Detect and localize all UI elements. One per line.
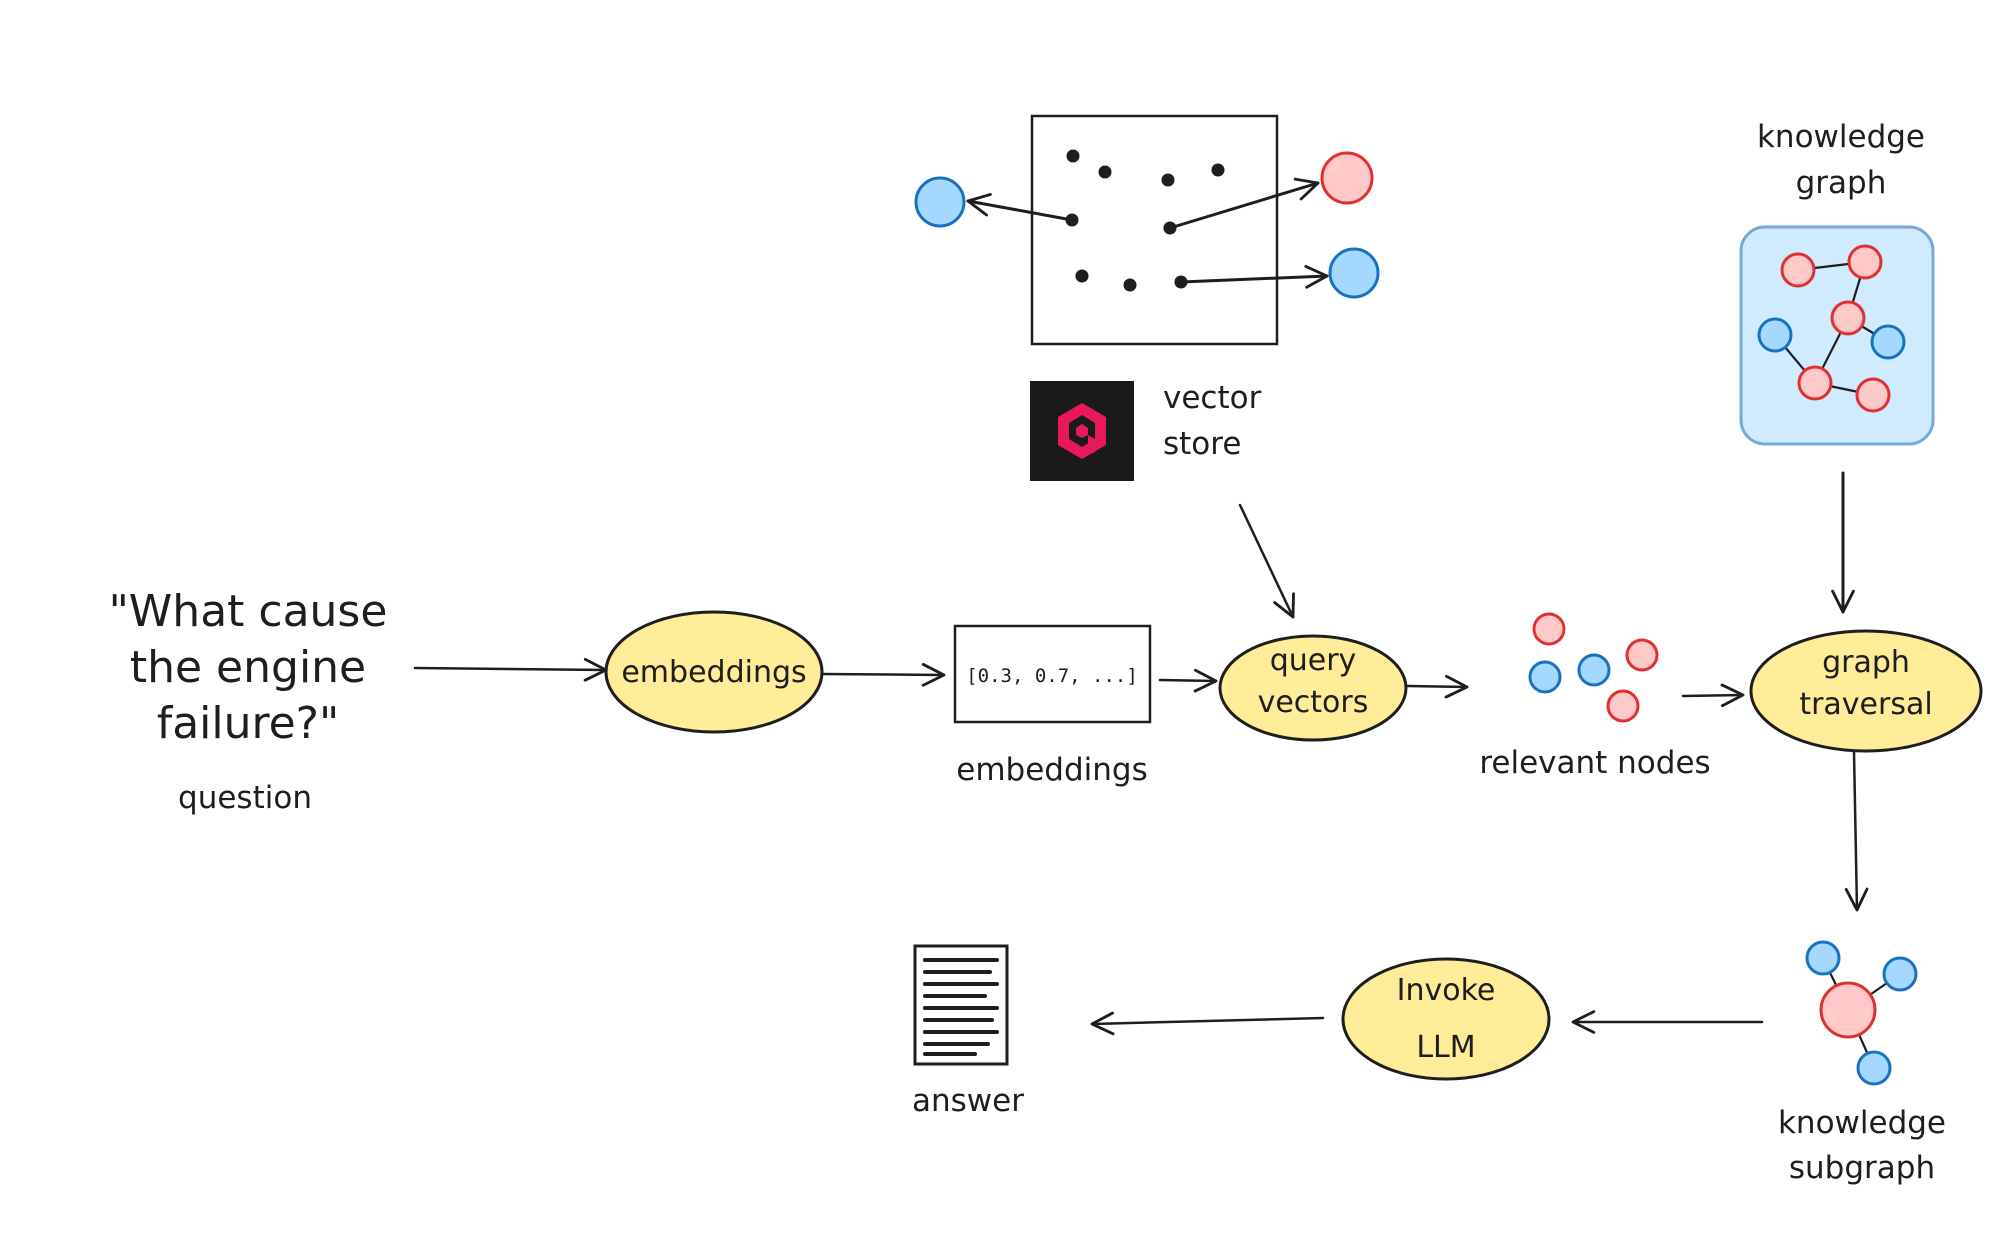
answer-document-icon: [913, 944, 1009, 1066]
query-vectors-label-line2: vectors: [1258, 685, 1369, 720]
embeddings-vector-value: [0.3, 0.7, ...]: [966, 665, 1138, 687]
vector-store-scatter: [914, 114, 1380, 346]
embeddings-process-label: embeddings: [621, 655, 806, 690]
arrow-point-to-blue-right: [1179, 265, 1329, 289]
invoke-llm-label-line1: Invoke: [1397, 973, 1496, 1008]
question-text-line1: "What cause: [109, 586, 388, 637]
vector-store-label-line2: store: [1163, 426, 1241, 462]
vector-points: [1065, 149, 1225, 292]
arrow-traversal-to-subgraph: [1844, 750, 1869, 912]
arrow-embeddings-to-vector: [820, 662, 946, 687]
red-node: [1320, 151, 1374, 205]
embeddings-caption: embeddings: [956, 752, 1147, 788]
query-vectors-label-line1: query: [1270, 643, 1357, 678]
vector-store-label-line1: vector: [1163, 380, 1262, 416]
question-block: "What cause the engine failure?" questio…: [109, 586, 388, 816]
query-vectors-node: query vectors: [1218, 634, 1408, 742]
relevant-nodes-label: relevant nodes: [1479, 745, 1710, 781]
invoke-llm-node: Invoke LLM: [1341, 957, 1551, 1081]
subgraph-label-line1: knowledge: [1778, 1105, 1946, 1141]
question-text-line2: the engine: [130, 642, 366, 693]
invoke-llm-label-line2: LLM: [1416, 1030, 1475, 1065]
knowledge-subgraph: knowledge subgraph: [1778, 940, 1946, 1186]
embeddings-process-node: embeddings: [604, 610, 824, 734]
arrow-point-to-red: [1168, 177, 1320, 230]
graph-traversal-label-line2: traversal: [1799, 687, 1932, 722]
arrow-query-to-relevant: [1406, 674, 1469, 699]
question-text-line3: failure?": [157, 698, 340, 749]
question-caption: question: [178, 780, 312, 816]
subgraph-label-line2: subgraph: [1789, 1150, 1935, 1186]
arrow-vector-to-query: [1158, 668, 1218, 693]
vector-space-box: [1030, 114, 1279, 346]
arrow-store-to-query: [1238, 503, 1295, 619]
blue-node-left: [914, 176, 966, 228]
relevant-nodes: relevant nodes: [1479, 612, 1711, 781]
knowledge-graph-box: [1739, 225, 1935, 446]
knowledge-graph-label-line2: graph: [1796, 165, 1887, 201]
arrow-relevant-to-traversal: [1681, 683, 1745, 708]
knowledge-graph-label-line1: knowledge: [1757, 119, 1925, 155]
vector-store-logo: [1030, 381, 1134, 481]
graph-traversal-node: graph traversal: [1749, 629, 1983, 753]
arrow-llm-to-answer: [1090, 1011, 1325, 1036]
cube-logo-icon: [1058, 403, 1106, 459]
arrow-question-to-embeddings: [413, 657, 608, 682]
blue-node-right: [1328, 247, 1380, 299]
arrow-point-to-blue-left: [966, 193, 1074, 222]
graph-traversal-label-line1: graph: [1822, 645, 1910, 680]
answer-label: answer: [912, 1083, 1024, 1119]
embeddings-vector-box: [0.3, 0.7, ...] embeddings: [953, 624, 1152, 788]
